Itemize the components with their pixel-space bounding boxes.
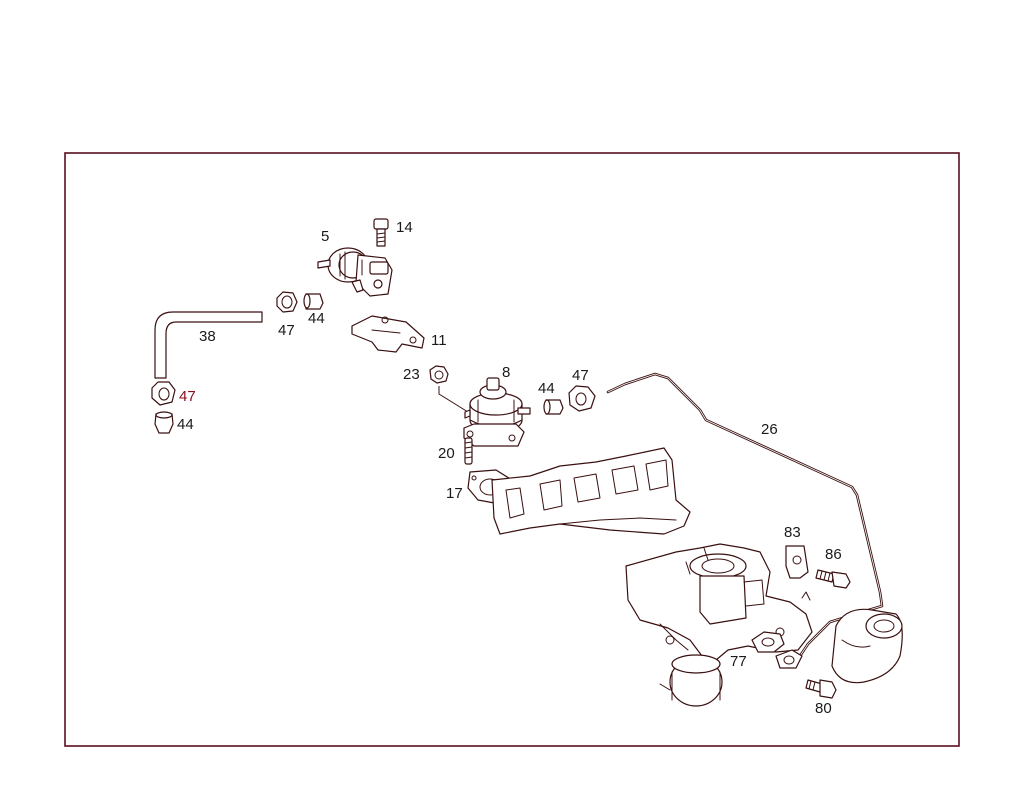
part-38-hose[interactable] — [154, 311, 263, 379]
part-14-bolt[interactable] — [373, 218, 389, 247]
label-20: 20 — [438, 445, 455, 462]
part-23-nut[interactable] — [429, 365, 449, 384]
part-11-bracket[interactable] — [351, 315, 425, 353]
part-26-pipe[interactable] — [606, 372, 884, 664]
part-47-nut-upper[interactable] — [276, 291, 298, 313]
label-86: 86 — [825, 546, 842, 563]
label-8: 8 — [502, 364, 510, 381]
compressor-housing — [659, 654, 723, 707]
label-11: 11 — [431, 332, 447, 349]
part-86-bolt[interactable] — [815, 569, 851, 589]
label-14: 14 — [396, 219, 413, 236]
part-20-stud[interactable] — [464, 437, 473, 465]
label-5: 5 — [321, 228, 329, 245]
turbine-elbow — [831, 608, 903, 684]
label-44-middle: 44 — [538, 380, 555, 397]
leader-23 — [438, 386, 469, 413]
part-44-sleeve-middle[interactable] — [543, 399, 564, 415]
label-77: 77 — [730, 653, 747, 670]
part-44-sleeve-left[interactable] — [154, 411, 174, 434]
part-44-sleeve-upper[interactable] — [303, 293, 324, 310]
part-47-nut-left[interactable] — [151, 381, 176, 406]
label-17: 17 — [446, 485, 463, 502]
exhaust-manifold — [491, 447, 691, 535]
label-83: 83 — [784, 524, 801, 541]
part-5-vacuum-unit[interactable] — [317, 247, 393, 297]
part-8-valve[interactable] — [463, 377, 531, 447]
label-80: 80 — [815, 700, 832, 717]
label-26: 26 — [761, 421, 778, 438]
part-83-clamp[interactable] — [785, 545, 809, 579]
label-47-middle: 47 — [572, 367, 589, 384]
label-23: 23 — [403, 366, 420, 383]
label-44-upper: 44 — [308, 310, 325, 327]
label-44-left: 44 — [177, 416, 194, 433]
part-47-nut-middle[interactable] — [568, 385, 596, 412]
part-80-bolt[interactable] — [805, 679, 837, 699]
part-77-gasket[interactable] — [751, 631, 803, 669]
label-47-left: 47 — [179, 388, 196, 405]
turbocharger — [625, 543, 813, 661]
label-47-upper: 47 — [278, 322, 295, 339]
diagram-frame — [64, 152, 960, 747]
label-38: 38 — [199, 328, 216, 345]
